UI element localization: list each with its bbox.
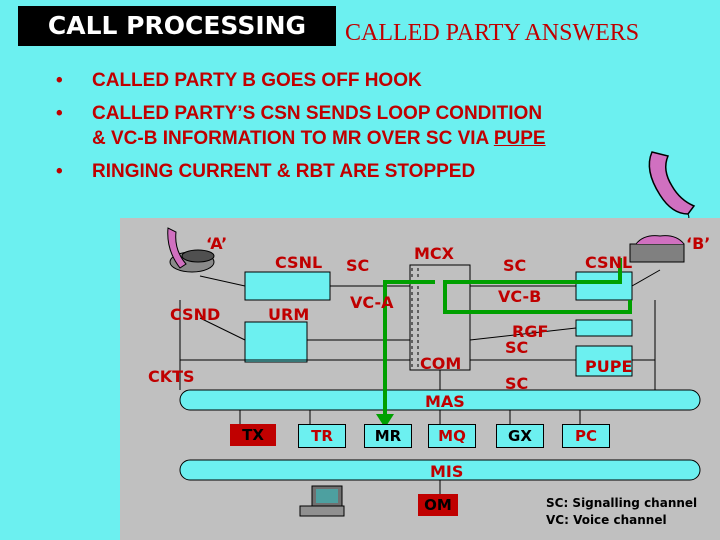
legend-vc: VC: Voice channel bbox=[546, 513, 667, 527]
bullet-list: • CALLED PARTY B GOES OFF HOOK • CALLED … bbox=[56, 68, 546, 192]
label-com: COM bbox=[420, 354, 462, 373]
bullet-continuation: & VC-B INFORMATION TO MR OVER SC VIA PUP… bbox=[92, 126, 546, 151]
signalling-path bbox=[443, 258, 632, 314]
pupe-underlined: PUPE bbox=[493, 128, 546, 149]
label-csnl-b: CSNL bbox=[585, 253, 633, 272]
bullet-dot-icon: • bbox=[56, 70, 63, 91]
handset-b-icon bbox=[648, 151, 696, 227]
bullet-item: • CALLED PARTY’S CSN SENDS LOOP CONDITIO… bbox=[56, 101, 546, 151]
label-vc-a: VC-A bbox=[350, 293, 394, 312]
module-mq: MQ bbox=[428, 424, 476, 448]
label-pupe: PUPE bbox=[585, 357, 633, 376]
csnl-b-box bbox=[575, 271, 633, 301]
pupe-box bbox=[575, 345, 633, 377]
om-terminal-icon bbox=[299, 485, 345, 517]
slide-subtitle: CALLED PARTY ANSWERS bbox=[345, 20, 640, 46]
label-csnl-a: CSNL bbox=[275, 253, 323, 272]
module-mr: MR bbox=[364, 424, 412, 448]
slide-title: CALL PROCESSING bbox=[18, 6, 336, 46]
label-mas: MAS bbox=[425, 392, 465, 411]
arrow-to-mr-icon bbox=[376, 414, 394, 428]
module-pc: PC bbox=[562, 424, 610, 448]
label-vc-b: VC-B bbox=[498, 287, 542, 306]
csnl-a-box bbox=[244, 271, 331, 301]
bullet-text-cont: & VC-B INFORMATION TO MR OVER SC VIA bbox=[92, 128, 494, 149]
label-sc-left: SC bbox=[346, 256, 370, 275]
module-gx: GX bbox=[496, 424, 544, 448]
bullet-dot-icon: • bbox=[56, 103, 63, 124]
urm-box bbox=[244, 321, 308, 363]
bullet-dot-icon: • bbox=[56, 161, 63, 182]
bullet-text: CALLED PARTY B GOES OFF HOOK bbox=[92, 70, 422, 91]
label-sc-low: SC bbox=[505, 374, 529, 393]
label-ckts: CKTS bbox=[148, 367, 195, 386]
label-mcx: MCX bbox=[414, 244, 454, 263]
label-sc-right: SC bbox=[503, 256, 527, 275]
label-rgf: RGF bbox=[512, 322, 549, 341]
legend-sc: SC: Signalling channel bbox=[546, 496, 698, 510]
label-mis: MIS bbox=[430, 462, 464, 481]
phone-b-icon bbox=[629, 235, 685, 263]
label-sc-mid: SC bbox=[505, 338, 529, 357]
bullet-item: • RINGING CURRENT & RBT ARE STOPPED bbox=[56, 159, 546, 184]
signalling-path-to-mr bbox=[383, 280, 435, 418]
label-urm: URM bbox=[268, 305, 310, 324]
label-csnd: CSND bbox=[170, 305, 221, 324]
bullet-item: • CALLED PARTY B GOES OFF HOOK bbox=[56, 68, 546, 93]
module-tx: TX bbox=[230, 424, 276, 446]
module-om: OM bbox=[418, 494, 458, 516]
phone-a-icon bbox=[167, 227, 215, 273]
bullet-text: CALLED PARTY’S CSN SENDS LOOP CONDITION bbox=[92, 103, 543, 124]
rgf-box bbox=[575, 319, 633, 337]
connector-lines bbox=[179, 269, 661, 494]
label-subscriber-a: ‘A’ bbox=[206, 234, 228, 253]
module-tr: TR bbox=[298, 424, 346, 448]
bullet-text: RINGING CURRENT & RBT ARE STOPPED bbox=[92, 161, 476, 182]
label-subscriber-b: ‘B’ bbox=[686, 234, 711, 253]
